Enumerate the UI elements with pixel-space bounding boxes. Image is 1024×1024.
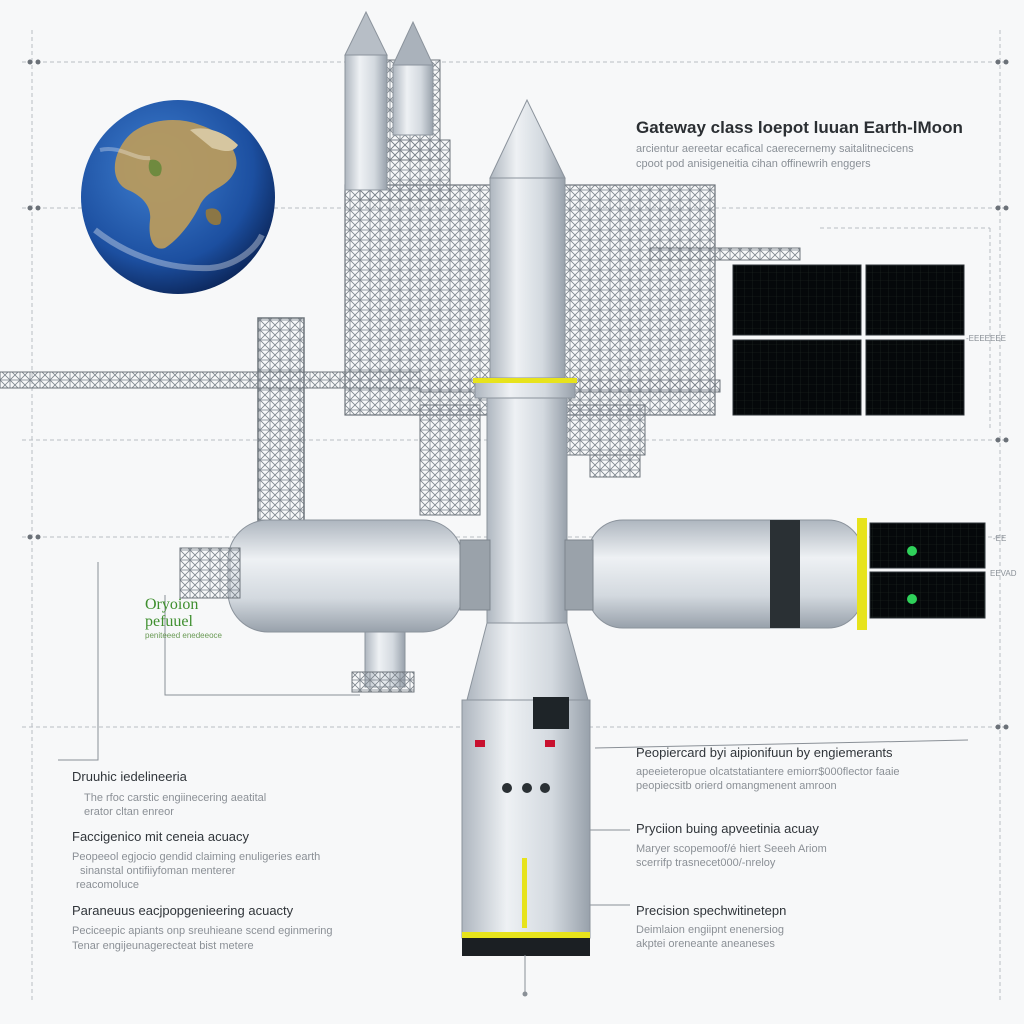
- booster-pair: [344, 10, 434, 191]
- right-block-3-heading: Precision spechwitinetepn: [636, 903, 787, 918]
- panel-tick-1: -EEEEEEE: [966, 334, 1007, 343]
- left-block-2-heading: Faccigenico mit ceneia acuacy: [72, 829, 250, 844]
- left-block-2-line-2: sinanstal ontifiiyfoman menterer: [80, 865, 236, 877]
- panel-tick-3: EEVAD: [990, 569, 1017, 578]
- diagram-title: Gateway class loepot luuan Earth-lMoon: [636, 118, 963, 137]
- left-habitat-module: [179, 519, 491, 693]
- right-block-2-heading: Pryciion buing apveetinia acuay: [636, 821, 819, 836]
- right-block-2-line-1: Maryer scopemoof/é hiert Seeeh Ariom: [636, 843, 827, 855]
- right-block-1-line-2: peopiecsitb orierd omangmenent amroon: [636, 780, 837, 792]
- panel-tick-2: -EE: [993, 534, 1007, 543]
- diagram-subtitle-1: arcientur aereetar ecafical caerecernemy…: [636, 143, 914, 155]
- right-block-1-heading: Peopiercard byi aipionifuun by engiemera…: [636, 745, 893, 760]
- left-block-3-heading: Paraneuus eacjpopgenieering acuacty: [72, 903, 294, 918]
- leader-lines: [58, 562, 969, 906]
- left-block-1-line-1: The rfoc carstic engiinecering aeatital: [84, 792, 267, 804]
- left-module-label-1: Oryoion: [145, 596, 199, 613]
- guide-dots: [27, 59, 1009, 730]
- earth-globe-icon: [81, 100, 275, 294]
- right-habitat-module: [564, 518, 867, 630]
- left-block-1-line-2: erator cltan enreor: [84, 806, 174, 818]
- left-block-1-heading: Druuhic iedelineeria: [72, 769, 187, 784]
- left-block-3-line-1: Peciceepic apiants onp sreuhieane scend …: [72, 925, 333, 937]
- diagram-subtitle-2: cpoot pod anisigeneitia cihan offinewrih…: [636, 158, 871, 170]
- central-column: [461, 98, 591, 997]
- right-block-2-line-2: scerrifp trasnecet000/-nreloy: [636, 857, 776, 869]
- right-block-3-line-2: akptei oreneante aneaneses: [636, 938, 775, 950]
- left-block-2-line-1: Peopeeol egjocio gendid claiming enulige…: [72, 851, 321, 863]
- left-module-caption: peniteeed enedeeoce: [145, 631, 222, 640]
- left-block-3-line-2: Tenar engijeunagerecteat bist metere: [72, 940, 254, 952]
- right-block-3-line-1: Deimlaion engiipnt enenersiog: [636, 924, 784, 936]
- left-module-label-2: pefuuel: [145, 613, 193, 630]
- right-block-1-line-1: apeeieteropue olcatstatiantere emiorr$00…: [636, 766, 900, 778]
- left-block-2-line-3: reacomoluce: [76, 879, 139, 891]
- solar-panel-icon: [732, 264, 986, 619]
